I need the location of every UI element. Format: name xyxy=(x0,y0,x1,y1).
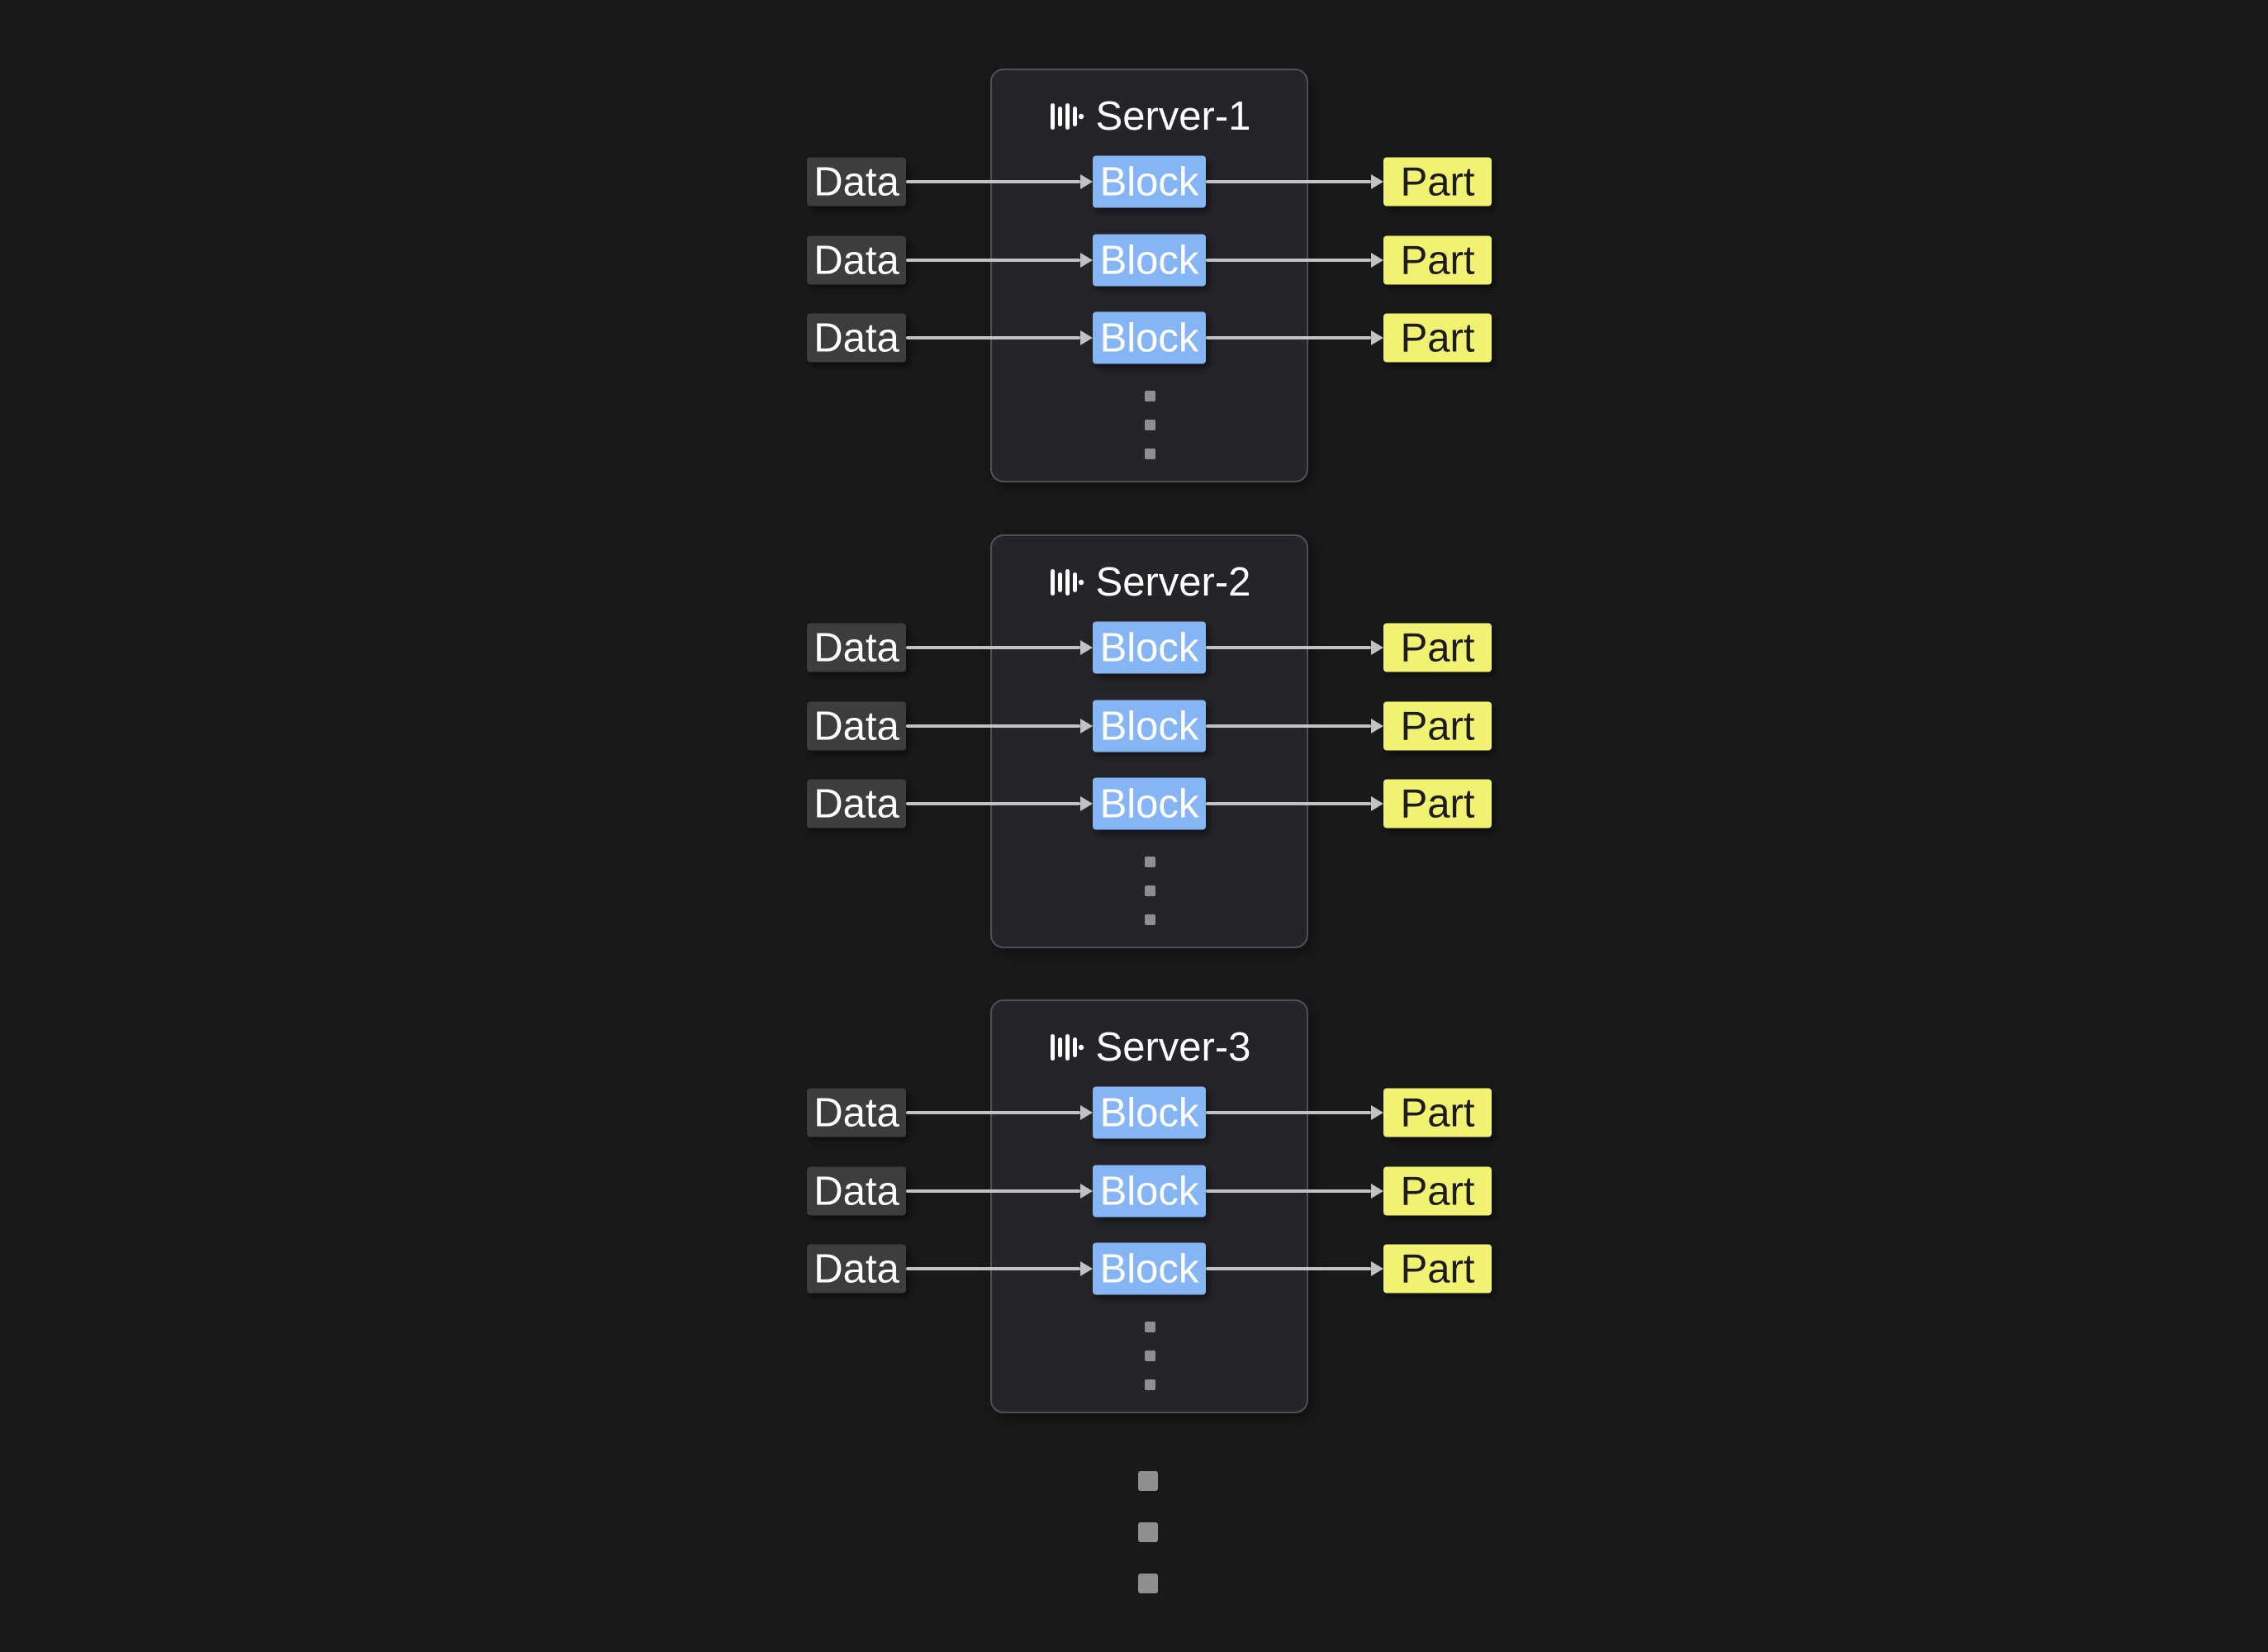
part-node: Part xyxy=(1383,623,1492,672)
server-section-2: Server-2 Data Block Part Data Block Part… xyxy=(0,534,2268,948)
data-node: Data xyxy=(807,235,906,285)
ellipsis-dot xyxy=(1145,1351,1155,1361)
block-node: Block xyxy=(1093,155,1206,208)
ellipsis-dot xyxy=(1145,420,1155,430)
arrow-connector xyxy=(906,1267,1080,1270)
part-node: Part xyxy=(1383,1166,1492,1216)
more-servers-ellipsis-dot xyxy=(1138,1522,1158,1542)
arrow-connector xyxy=(906,802,1080,805)
arrow-connector xyxy=(906,259,1080,262)
arrow-connector xyxy=(1206,1267,1371,1270)
server-title-label: Server-2 xyxy=(1095,560,1251,605)
server-title: Server-3 xyxy=(990,1024,1308,1070)
block-node: Block xyxy=(1093,234,1206,287)
arrow-connector xyxy=(906,724,1080,728)
data-node: Data xyxy=(807,1244,906,1294)
ellipsis-dot xyxy=(1145,449,1155,459)
data-node: Data xyxy=(807,1088,906,1137)
arrow-connector xyxy=(906,180,1080,183)
server-icon xyxy=(1048,98,1084,135)
data-node: Data xyxy=(807,313,906,363)
server-section-3: Server-3 Data Block Part Data Block Part… xyxy=(0,999,2268,1413)
server-section-1: Server-1 Data Block Part Data Block Part… xyxy=(0,69,2268,482)
ellipsis-dot xyxy=(1145,914,1155,925)
ellipsis-dot xyxy=(1145,1322,1155,1332)
data-node: Data xyxy=(807,623,906,672)
server-icon xyxy=(1048,1029,1084,1066)
server-title-label: Server-1 xyxy=(1095,94,1251,139)
part-node: Part xyxy=(1383,1244,1492,1294)
arrow-connector xyxy=(1206,724,1371,728)
part-node: Part xyxy=(1383,313,1492,363)
block-node: Block xyxy=(1093,700,1206,752)
ellipsis-dot xyxy=(1145,857,1155,867)
arrow-connector xyxy=(1206,1111,1371,1114)
server-title: Server-1 xyxy=(990,93,1308,140)
arrow-connector xyxy=(1206,802,1371,805)
data-node: Data xyxy=(807,1166,906,1216)
block-node: Block xyxy=(1093,1086,1206,1139)
arrow-connector xyxy=(906,646,1080,649)
ellipsis-dot xyxy=(1145,885,1155,896)
arrow-connector xyxy=(906,1189,1080,1193)
block-node: Block xyxy=(1093,311,1206,364)
arrow-connector xyxy=(1206,1189,1371,1193)
arrow-connector xyxy=(906,1111,1080,1114)
arrow-connector xyxy=(906,336,1080,339)
data-node: Data xyxy=(807,157,906,206)
part-node: Part xyxy=(1383,235,1492,285)
server-title: Server-2 xyxy=(990,559,1308,605)
part-node: Part xyxy=(1383,779,1492,828)
more-servers-ellipsis-dot xyxy=(1138,1471,1158,1491)
part-node: Part xyxy=(1383,157,1492,206)
more-servers-ellipsis-dot xyxy=(1138,1574,1158,1593)
arrow-connector xyxy=(1206,259,1371,262)
arrow-connector xyxy=(1206,180,1371,183)
ellipsis-dot xyxy=(1145,1379,1155,1390)
server-icon xyxy=(1048,564,1084,601)
data-node: Data xyxy=(807,701,906,751)
arrow-connector xyxy=(1206,336,1371,339)
block-node: Block xyxy=(1093,777,1206,830)
block-node: Block xyxy=(1093,1165,1206,1218)
part-node: Part xyxy=(1383,701,1492,751)
server-title-label: Server-3 xyxy=(1095,1025,1251,1070)
block-node: Block xyxy=(1093,621,1206,674)
block-node: Block xyxy=(1093,1242,1206,1295)
ellipsis-dot xyxy=(1145,391,1155,401)
data-node: Data xyxy=(807,779,906,828)
part-node: Part xyxy=(1383,1088,1492,1137)
arrow-connector xyxy=(1206,646,1371,649)
